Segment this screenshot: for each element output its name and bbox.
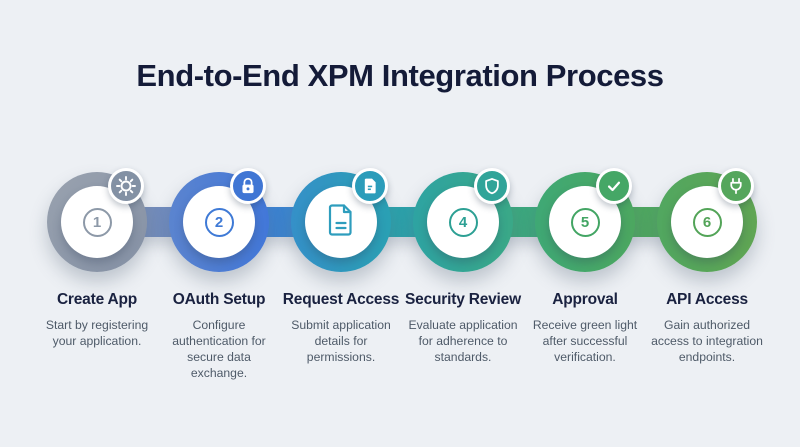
- step-number-6: 6: [692, 207, 722, 237]
- step-text-5: Approval Receive green light after succe…: [520, 291, 650, 365]
- step-circle-1: 1: [47, 168, 147, 272]
- step-badge-5: [596, 168, 632, 204]
- gear-icon: [113, 173, 139, 199]
- page-title: End-to-End XPM Integration Process: [136, 58, 664, 93]
- step-badge-1: [108, 168, 144, 204]
- step-circle-6: 6: [657, 168, 757, 272]
- step-number-5: 5: [570, 207, 600, 237]
- step-circle-1-inner: 1: [61, 186, 133, 258]
- step-title-1: Create App: [56, 291, 138, 308]
- step-circle-2: 2: [169, 168, 269, 272]
- step-number-2: 2: [204, 207, 234, 237]
- step-description-5: Receive green light after successful ver…: [532, 318, 638, 365]
- step-description-2: Configure authentication for secure data…: [172, 318, 266, 381]
- document-icon: [357, 173, 383, 199]
- shield-icon: [479, 173, 505, 199]
- step-text-2: OAuth Setup Configure authentication for…: [154, 291, 284, 381]
- step-title-2: OAuth Setup: [172, 291, 266, 308]
- step-description-6: Gain authorized access to integration en…: [651, 318, 763, 365]
- step-description-4: Evaluate application for adherence to st…: [408, 318, 518, 365]
- step-badge-6: [718, 168, 754, 204]
- step-badge-2: [230, 168, 266, 204]
- step-number-4: 4: [448, 207, 478, 237]
- step-circle-5: 5: [535, 168, 635, 272]
- step-number-1: 1: [82, 207, 112, 237]
- step-title-5: Approval: [552, 291, 618, 308]
- step-description-3: Submit application details for permissio…: [291, 318, 391, 365]
- step-badge-4: [474, 168, 510, 204]
- check-icon: [601, 173, 627, 199]
- step-text-1: Create App Start by registering your app…: [32, 291, 162, 349]
- plug-icon: [723, 173, 749, 199]
- step-circle-3: [291, 168, 391, 272]
- step-title-4: Security Review: [405, 291, 521, 308]
- step-description-1: Start by registering your application.: [45, 318, 149, 349]
- lock-icon: [235, 173, 261, 199]
- document-icon: [323, 201, 359, 244]
- step-title-6: API Access: [666, 291, 748, 308]
- step-text-3: Request Access Submit application detail…: [276, 291, 406, 365]
- step-badge-3: [352, 168, 388, 204]
- step-text-4: Security Review Evaluate application for…: [398, 291, 528, 365]
- step-title-3: Request Access: [282, 291, 400, 308]
- step-circle-4: 4: [413, 168, 513, 272]
- step-text-6: API Access Gain authorized access to int…: [642, 291, 772, 365]
